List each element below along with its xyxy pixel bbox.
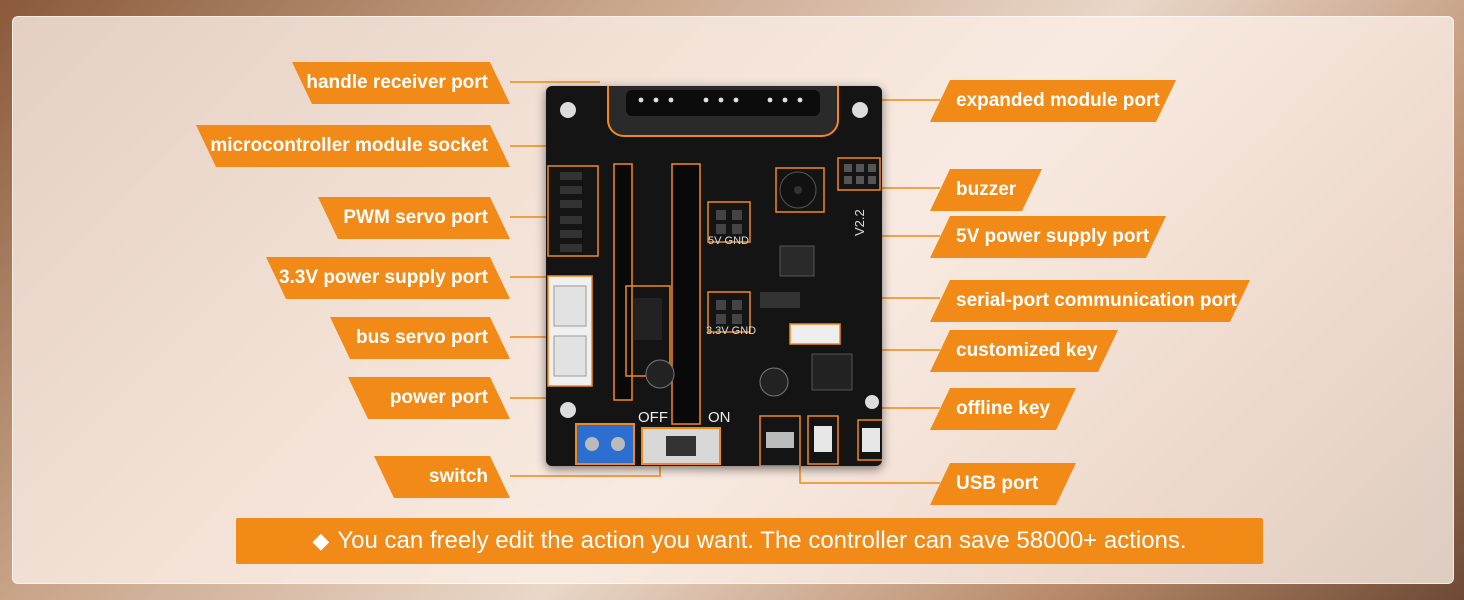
label-usb-port: USB port: [930, 463, 1076, 505]
label-pwm-servo-port: PWM servo port: [318, 197, 510, 239]
label-power-port: power port: [348, 377, 510, 419]
label-customized-key: customized key: [930, 330, 1118, 372]
board-version: V2.2: [852, 209, 867, 236]
label-buzzer: buzzer: [930, 169, 1042, 211]
banner-text: You can freely edit the action you want.…: [337, 527, 1187, 554]
label-bus-servo-port: bus servo port: [330, 317, 510, 359]
switch-on-label: ON: [708, 409, 731, 426]
label-5v-gnd: 5V GND: [708, 235, 749, 247]
bottom-banner: ◆ You can freely edit the action you wan…: [236, 518, 1263, 564]
label-microcontroller-module-socket: microcontroller module socket: [196, 125, 510, 167]
switch-off-label: OFF: [638, 409, 668, 426]
label-switch: switch: [374, 456, 510, 498]
label-33v-power-supply-port: 3.3V power supply port: [266, 257, 510, 299]
label-offline-key: offline key: [930, 388, 1076, 430]
board-graphic: 5V GND 3.3V GND V2.2 OFF ON: [547, 71, 885, 467]
controller-board: 5V GND 3.3V GND V2.2 OFF ON: [546, 71, 885, 467]
label-handle-receiver-port: handle receiver port: [292, 62, 510, 104]
label-serial-port-communication-port: serial-port communication port: [930, 280, 1250, 322]
label-expanded-module-port: expanded module port: [930, 80, 1176, 122]
label-5v-power-supply-port: 5V power supply port: [930, 216, 1166, 258]
label-33v-gnd: 3.3V GND: [706, 325, 756, 337]
diamond-icon: ◆: [312, 528, 330, 553]
